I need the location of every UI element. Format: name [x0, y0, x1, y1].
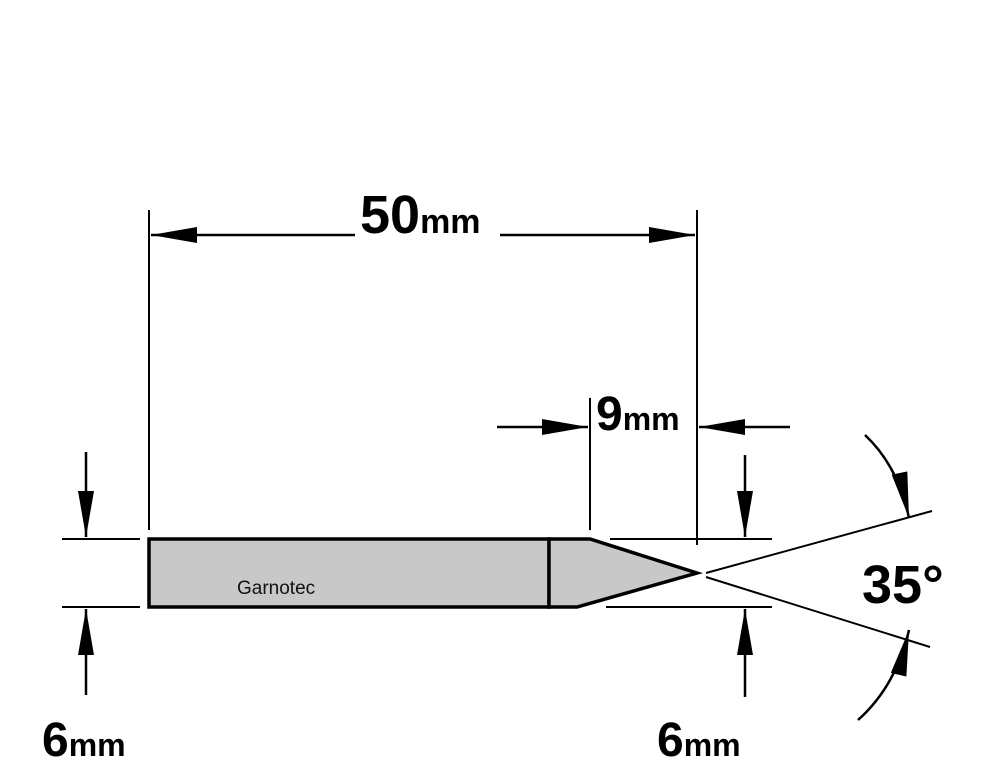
dimension-overall-length: 50mm: [148, 185, 698, 545]
cutting-length-unit: mm: [623, 401, 680, 437]
svg-text:9mm: 9mm: [596, 388, 680, 441]
shank-diameter-value: 6: [42, 714, 69, 767]
svg-text:6mm: 6mm: [42, 714, 126, 767]
cutting-tip: [547, 537, 704, 609]
angle-arc-lower: [857, 629, 911, 721]
tool-body: Garnotec: [147, 537, 704, 609]
brand-label: Garnotec: [237, 578, 315, 599]
dimension-tip-angle: 35°: [705, 434, 944, 721]
tip-angle-value: 35°: [862, 555, 944, 615]
dimension-shank-diameter: 6mm: [42, 452, 140, 767]
dimension-cutting-diameter: 6mm: [606, 455, 772, 767]
overall-length-unit: mm: [420, 203, 480, 241]
shank: [147, 537, 551, 609]
shank-diameter-unit: mm: [69, 727, 126, 763]
angle-arc-upper: [864, 434, 911, 519]
svg-text:6mm: 6mm: [657, 714, 741, 767]
cutting-diameter-value: 6: [657, 714, 684, 767]
cutting-length-value: 9: [596, 388, 623, 441]
overall-length-value: 50: [360, 185, 420, 245]
svg-text:50mm: 50mm: [360, 185, 481, 245]
dimension-cutting-length: 9mm: [497, 388, 790, 530]
cutting-diameter-unit: mm: [684, 727, 741, 763]
